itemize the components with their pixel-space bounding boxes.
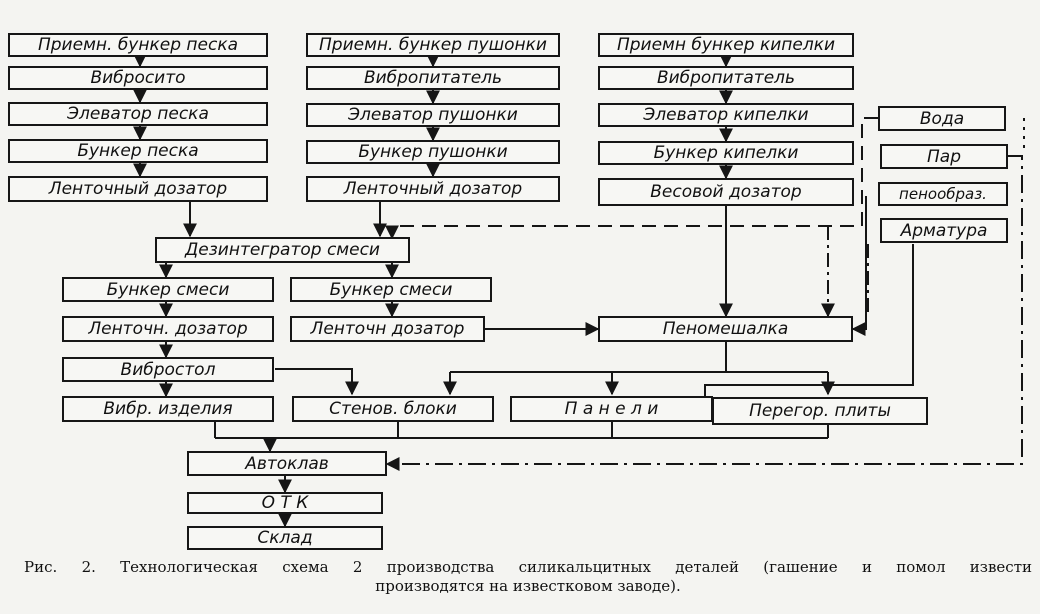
- sand-belt-dozer-box: Ленточный дозатор: [8, 176, 268, 202]
- figure-caption: Рис. 2. Технологическая схема 2 производ…: [24, 558, 1032, 596]
- sand-hopper-box: Приемн. бункер песка: [8, 33, 268, 57]
- weight-dozer-box: Весовой дозатор: [598, 178, 854, 206]
- armature-box: Арматура: [880, 218, 1008, 243]
- belt-dozer-2-box: Ленточн дозатор: [290, 316, 485, 342]
- warehouse-box: Склад: [187, 526, 383, 550]
- wall-blocks-box: Стенов. блоки: [292, 396, 494, 422]
- ash-bunker-box: Бункер пушонки: [306, 140, 560, 164]
- caption-line-1: Рис. 2. Технологическая схема 2 производ…: [24, 558, 1032, 577]
- caption-word: Технологическая: [120, 558, 258, 576]
- caption-line-2: производятся на известковом заводе).: [375, 577, 681, 595]
- water-box: Вода: [878, 106, 1006, 131]
- caption-word: (гашение: [763, 558, 838, 576]
- ash-elevator-box: Элеватор пушонки: [306, 103, 560, 127]
- caption-word: схема: [282, 558, 329, 576]
- foam-mixer-box: Пеномешалка: [598, 316, 853, 342]
- otk-box: О Т К: [187, 492, 383, 514]
- autoclave-box: Автоклав: [187, 451, 387, 476]
- caption-word: 2: [352, 558, 363, 576]
- ash-hopper-box: Приемн. бункер пушонки: [306, 33, 560, 57]
- kip-bunker-box: Бункер кипелки: [598, 141, 854, 165]
- caption-word: деталей: [675, 558, 739, 576]
- caption-word: и: [861, 558, 872, 576]
- belt-dozer-1-box: Ленточн. дозатор: [62, 316, 274, 342]
- panels-box: П а н е л и: [510, 396, 713, 422]
- steam-box: Пар: [880, 144, 1008, 169]
- vibro-products-box: Вибр. изделия: [62, 396, 274, 422]
- disintegrator-box: Дезинтегратор смеси: [155, 237, 410, 263]
- partition-slabs-box: Перегор. плиты: [712, 397, 928, 425]
- ash-belt-dozer-box: Ленточный дозатор: [306, 176, 560, 202]
- caption-word: Рис.: [24, 558, 58, 576]
- caption-word: силикальцитных: [518, 558, 651, 576]
- sand-elevator-box: Элеватор песка: [8, 102, 268, 126]
- sand-bunker-box: Бункер песка: [8, 139, 268, 163]
- kip-hopper-box: Приемн бункер кипелки: [598, 33, 854, 57]
- vibrotable-box: Вибростол: [62, 357, 274, 382]
- foam-agent-box: пенообраз.: [878, 182, 1008, 206]
- caption-word: производства: [386, 558, 495, 576]
- mix-bunker-2-box: Бункер смеси: [290, 277, 492, 302]
- kip-elevator-box: Элеватор кипелки: [598, 103, 854, 127]
- mix-bunker-1-box: Бункер смеси: [62, 277, 274, 302]
- vibrosieve-box: Вибросито: [8, 66, 268, 90]
- caption-word: извести: [969, 558, 1032, 576]
- kip-vibrofeeder-box: Вибропитатель: [598, 66, 854, 90]
- caption-word: помол: [896, 558, 946, 576]
- caption-word: 2.: [81, 558, 96, 576]
- ash-vibrofeeder-box: Вибропитатель: [306, 66, 560, 90]
